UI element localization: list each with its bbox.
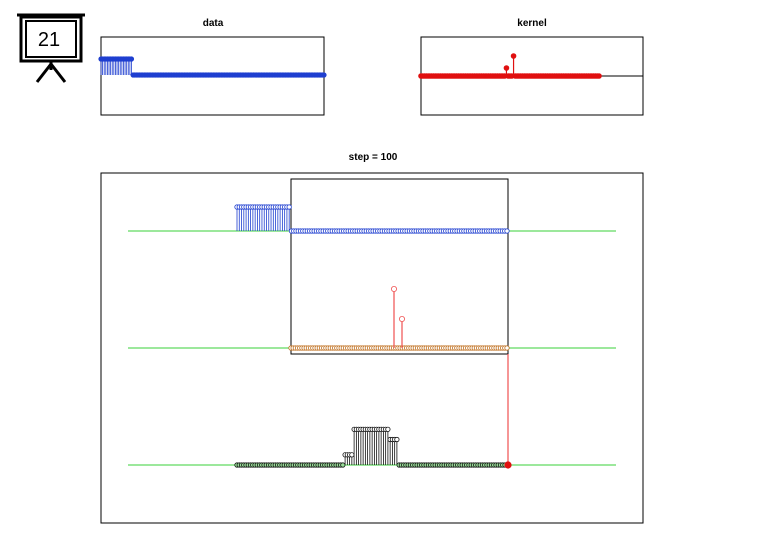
step-stems xyxy=(128,178,616,469)
kernel-window-box xyxy=(290,178,509,355)
data-stems xyxy=(98,56,327,78)
window-kernel-peak-small-marker xyxy=(398,315,405,322)
presentation-board-icon xyxy=(17,13,85,83)
kernel-point-marker xyxy=(503,65,510,71)
data-point-marker xyxy=(321,72,327,78)
output-point-marker xyxy=(349,452,355,458)
step-plot-frame xyxy=(100,172,644,524)
kernel-plot-title: kernel xyxy=(517,18,547,29)
kernel-point-marker xyxy=(596,73,602,79)
kernel-plot: kernel xyxy=(418,18,644,116)
current-output-marker xyxy=(504,461,512,469)
data-plot: data xyxy=(98,18,327,116)
output-point-marker xyxy=(340,462,346,468)
kernel-stems xyxy=(418,53,643,79)
window-kernel-marker xyxy=(504,345,510,351)
output-point-marker xyxy=(394,436,400,443)
shifted-data-point-marker xyxy=(286,204,292,210)
shifted-data-point-marker xyxy=(504,228,510,234)
slide-number: 21 xyxy=(37,29,61,51)
data-plot-title: data xyxy=(203,18,224,29)
data-point-marker xyxy=(128,56,135,62)
kernel-point-marker xyxy=(510,53,517,59)
output-point-marker xyxy=(385,426,391,432)
window-kernel-peak-large-marker xyxy=(390,285,397,292)
step-plot-title: step = 100 xyxy=(349,152,398,163)
step-plot: step = 100 xyxy=(100,152,644,524)
